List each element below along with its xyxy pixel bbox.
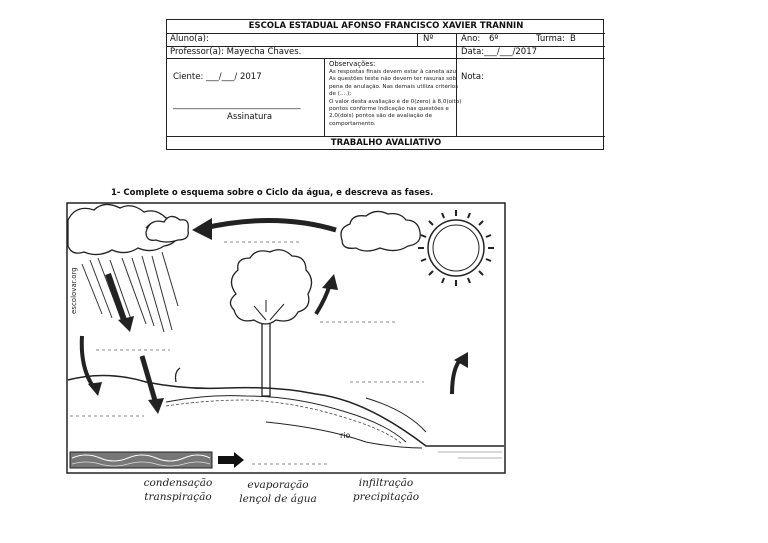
word-evaporation: evaporação: [238, 478, 318, 492]
student-label: Aluno(a):: [170, 34, 209, 44]
sun-icon: [418, 210, 494, 286]
observation-line: O valor desta avaliação é de 0(zero) à 8…: [329, 99, 461, 106]
divider: [324, 58, 325, 136]
class-value: B: [570, 34, 576, 44]
word-group: evaporação lençol de água: [238, 478, 318, 506]
word-group: infiltração precipitação: [346, 476, 426, 504]
word-infiltration: infiltração: [346, 476, 426, 490]
observations-title: Observações:: [329, 59, 375, 69]
observation-line: pena de anulação. Nas demais utiliza cri…: [329, 84, 461, 91]
question-1: 1- Complete o esquema sobre o Ciclo da á…: [111, 188, 433, 198]
signature-line: ______________________________: [173, 100, 301, 110]
word-precipitation: precipitação: [346, 490, 426, 504]
observations-text: As respostas finais devem estar à caneta…: [329, 69, 461, 128]
signature-label: Assinatura: [227, 112, 272, 122]
header-table: ESCOLA ESTADUAL AFONSO FRANCISCO XAVIER …: [166, 19, 604, 150]
year-value: 6º: [489, 34, 498, 44]
divider: [167, 136, 605, 137]
word-condensation: condensação: [138, 476, 218, 490]
observation-line: 2,0(dois) pontos são de avaliação de: [329, 113, 461, 120]
observation-line: comportamento.: [329, 121, 461, 128]
word-transpiration: transpiração: [138, 490, 218, 504]
groundwater-layer-icon: [70, 452, 212, 468]
observation-line: As respostas finais devem estar à caneta…: [329, 69, 461, 76]
grade-label: Nota:: [461, 72, 484, 82]
divider: [167, 58, 605, 59]
year-label: Ano:: [461, 34, 480, 44]
word-group: condensação transpiração: [138, 476, 218, 504]
river-label: rio: [340, 431, 351, 440]
teacher: Professor(a): Mayecha Chaves.: [170, 47, 301, 57]
site-watermark: escolovar.org: [70, 267, 78, 314]
word-water-table: lençol de água: [238, 492, 318, 506]
school-name: ESCOLA ESTADUAL AFONSO FRANCISCO XAVIER …: [167, 21, 605, 31]
divider: [417, 33, 418, 46]
class-label: Turma:: [536, 34, 565, 44]
observation-line: pontos conforme indicação nas questões e: [329, 106, 461, 113]
water-cycle-diagram: escolovar.org: [66, 202, 506, 474]
aware-date: Ciente: ___/___/ 2017: [173, 72, 262, 82]
observation-line: As questões teste não devem ter rasuras …: [329, 76, 461, 83]
date: Data:___/___/2017: [461, 47, 537, 57]
observation-line: de (....);: [329, 91, 461, 98]
footer-title: TRABALHO AVALIATIVO: [167, 138, 605, 148]
number-label: Nº: [423, 34, 433, 44]
